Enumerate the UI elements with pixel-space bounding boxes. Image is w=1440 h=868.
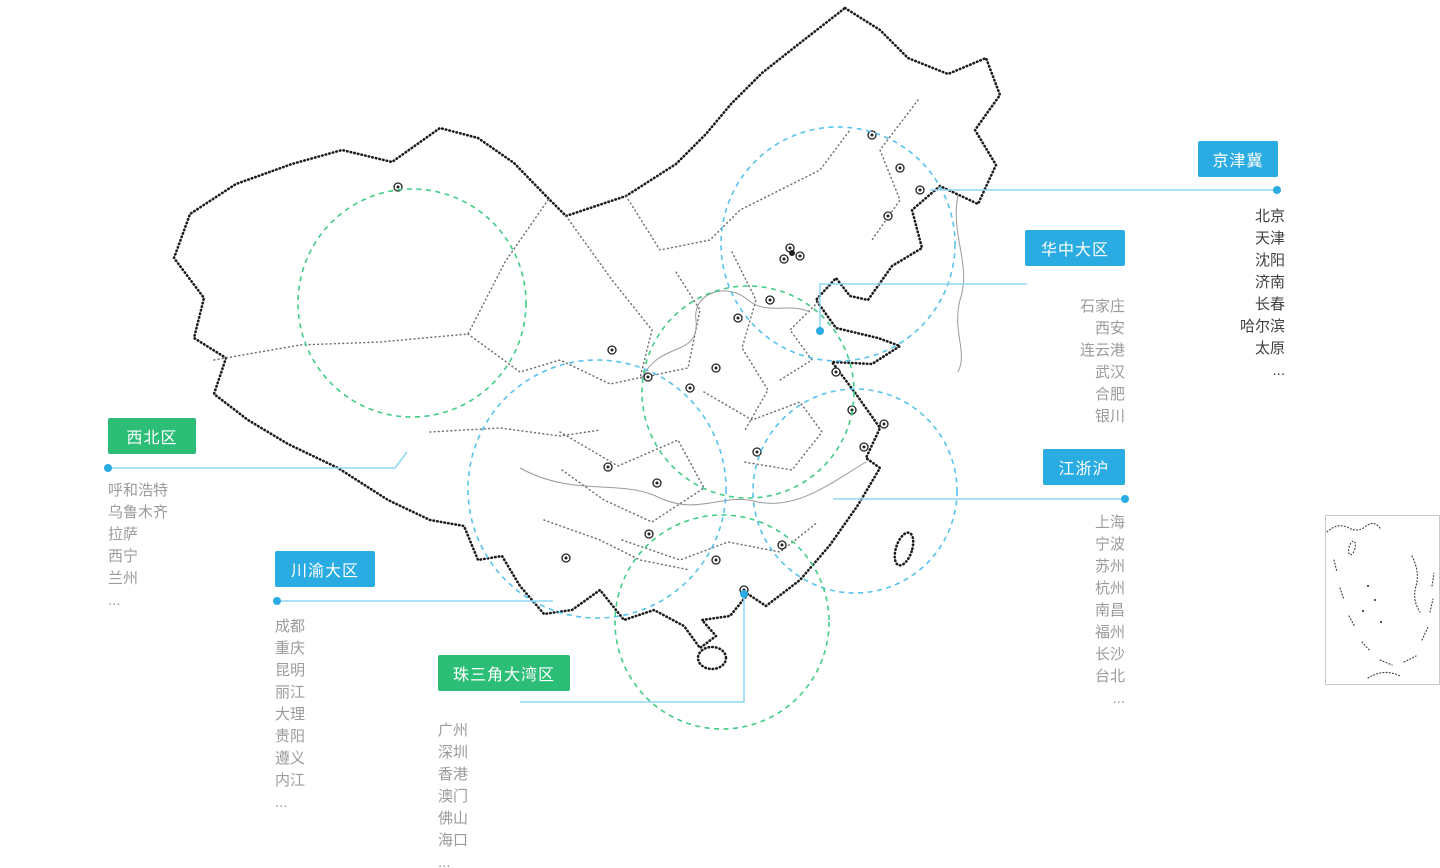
city-item: 宁波 xyxy=(1094,536,1125,553)
city-item: ... xyxy=(1272,362,1285,379)
connector-dot-xibei xyxy=(104,464,112,472)
city-item: 遵义 xyxy=(275,750,306,767)
region-label-jiangzhehu[interactable]: 江浙沪 xyxy=(1043,449,1125,485)
region-label-jingjinji[interactable]: 京津冀 xyxy=(1198,141,1278,177)
connector-dot-jingjinji xyxy=(1273,186,1281,194)
city-item: 武汉 xyxy=(1094,364,1125,381)
city-item: ... xyxy=(275,794,288,811)
connector-xibei xyxy=(108,451,408,469)
city-item: 上海 xyxy=(1094,514,1125,531)
city-item: 合肥 xyxy=(1094,386,1125,403)
city-item: 福州 xyxy=(1094,624,1125,641)
city-item: 丽江 xyxy=(275,684,306,701)
region-circle-zhusanjiao xyxy=(614,514,830,730)
city-item: 贵阳 xyxy=(275,728,306,745)
city-item: 海口 xyxy=(438,832,469,849)
region-city-list-zhusanjiao: 广州深圳香港澳门佛山海口... xyxy=(438,720,468,868)
connector-dot-chuanyu xyxy=(273,597,281,605)
province-borders xyxy=(213,99,919,571)
connector-dot-jiangzhehu xyxy=(1121,495,1129,503)
region-label-zhusanjiao[interactable]: 珠三角大湾区 xyxy=(438,655,570,691)
city-item: 重庆 xyxy=(275,640,306,657)
city-item: 杭州 xyxy=(1094,580,1125,597)
connectors xyxy=(104,186,1281,703)
rivers xyxy=(519,194,965,506)
region-circle-jiangzhehu xyxy=(752,388,958,594)
region-city-list-jingjinji: 北京天津沈阳济南长春哈尔滨太原... xyxy=(1240,206,1285,382)
south-china-sea-inset xyxy=(1325,515,1440,685)
city-item: 拉萨 xyxy=(108,526,139,543)
city-item: 乌鲁木齐 xyxy=(108,504,169,521)
city-item: 哈尔滨 xyxy=(1239,318,1285,335)
city-item: 石家庄 xyxy=(1079,298,1125,315)
region-city-list-xibei: 呼和浩特乌鲁木齐拉萨西宁兰州... xyxy=(108,480,168,612)
city-item: 大理 xyxy=(275,706,306,723)
city-item: 连云港 xyxy=(1079,342,1125,359)
city-item: 呼和浩特 xyxy=(108,482,169,499)
region-label-xibei[interactable]: 西北区 xyxy=(108,418,196,454)
city-item: 南昌 xyxy=(1094,602,1125,619)
city-item: 济南 xyxy=(1254,274,1285,291)
region-circles xyxy=(297,126,958,730)
hainan-island xyxy=(696,645,728,671)
connector-dot-zhusanjiao xyxy=(740,590,748,598)
city-item: 香港 xyxy=(438,766,469,783)
city-item: 西安 xyxy=(1094,320,1125,337)
city-item: 台北 xyxy=(1094,668,1125,685)
city-item: 成都 xyxy=(275,618,306,635)
city-item: 昆明 xyxy=(275,662,306,679)
region-label-huazhong[interactable]: 华中大区 xyxy=(1025,230,1125,266)
city-item: ... xyxy=(1112,690,1125,707)
taiwan-island xyxy=(893,531,915,567)
map-outline xyxy=(172,6,1002,671)
connector-huazhong xyxy=(819,283,1027,329)
city-item: 长春 xyxy=(1254,296,1285,313)
city-item: 苏州 xyxy=(1094,558,1125,575)
city-item: ... xyxy=(108,592,121,609)
region-circle-xibei xyxy=(297,188,527,418)
city-item: 澳门 xyxy=(438,788,469,805)
city-item: 长沙 xyxy=(1094,646,1125,663)
connector-zhusanjiao xyxy=(520,594,745,703)
city-item: 西宁 xyxy=(108,548,139,565)
city-item: 广州 xyxy=(438,722,469,739)
city-item: 北京 xyxy=(1254,208,1285,225)
city-item: 内江 xyxy=(275,772,306,789)
region-label-chuanyu[interactable]: 川渝大区 xyxy=(275,551,375,587)
connector-dot-huazhong xyxy=(816,327,824,335)
city-item: 天津 xyxy=(1254,230,1285,247)
city-item: 佛山 xyxy=(438,810,469,827)
city-item: ... xyxy=(438,854,451,868)
city-item: 太原 xyxy=(1254,340,1285,357)
region-city-list-jiangzhehu: 上海宁波苏州杭州南昌福州长沙台北... xyxy=(1095,512,1125,710)
region-city-list-chuanyu: 成都重庆昆明丽江大理贵阳遵义内江... xyxy=(275,616,305,814)
region-circle-chuanyu xyxy=(467,359,727,619)
region-circle-huazhong xyxy=(641,285,855,499)
city-item: 深圳 xyxy=(438,744,469,761)
city-markers xyxy=(393,130,925,595)
region-circle-jingjinji xyxy=(720,126,956,362)
city-item: 沈阳 xyxy=(1254,252,1285,269)
region-city-list-huazhong: 石家庄西安连云港武汉合肥银川 xyxy=(1080,296,1125,428)
city-item: 兰州 xyxy=(108,570,139,587)
city-item: 银川 xyxy=(1094,408,1125,425)
